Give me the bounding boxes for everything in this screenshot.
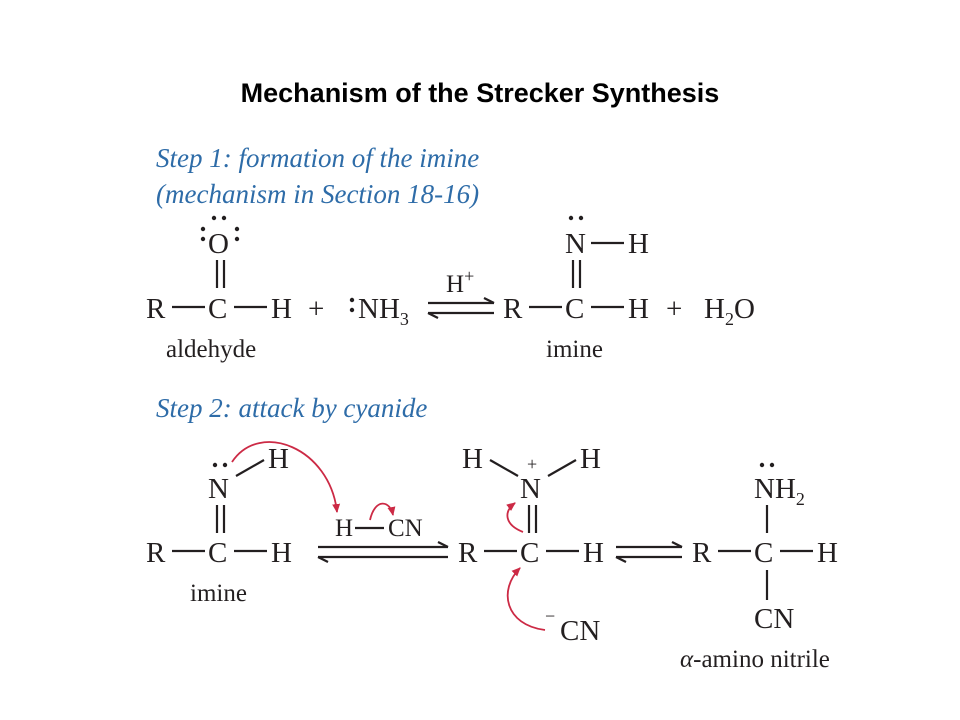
water-text: H2O [704,293,755,329]
atom-n: N [520,473,541,505]
curved-arrow-cyanide [506,567,546,631]
step2-heading: Step 2: attack by cyanide [156,393,428,423]
imine-label: imine [190,580,247,607]
step1-heading-line1: Step 1: formation of the imine [156,143,480,173]
ammonia-text: NH3 [358,293,409,329]
amino-nitrile-label: α-amino nitrile [680,646,830,673]
step1-imine: R C H N H imine [503,215,649,363]
cyanide-text: CN [560,615,600,647]
atom-c: C [520,537,539,569]
curved-arrow-proton [231,441,341,513]
acid-catalyst: H+ [446,266,474,298]
iminium-intermediate: R C H N + H H [458,443,604,569]
atom-h: H [271,293,292,325]
atom-c: C [754,537,773,569]
equilibrium-arrow-3 [615,541,683,563]
lone-pair-dots [212,462,228,468]
plus-sign: + [666,293,682,325]
curved-arrow-bond [369,502,396,521]
atom-r: R [692,537,712,569]
atom-h: H [580,443,601,475]
atom-h: H [268,443,289,475]
hcn-reagent: H CN [335,502,423,542]
nitrile-text: CN [754,603,794,635]
atom-h: H [462,443,483,475]
atom-r: R [146,537,166,569]
atom-h: H [583,537,604,569]
step1-aldehyde: R C H O aldehyde [146,215,292,363]
amine-text: NH2 [754,473,805,509]
step2-imine: R C H N H imine [146,443,292,607]
atom-h: H [271,537,292,569]
hcn-cn: CN [388,515,423,542]
lone-pair-dots [349,297,355,313]
page-title: Mechanism of the Strecker Synthesis [240,78,720,108]
equilibrium-arrow-2 [317,541,449,563]
hcn-h: H [335,515,353,542]
step1-ammonia: NH3 [349,293,409,329]
aldehyde-label: aldehyde [166,336,256,363]
negative-charge: − [545,606,555,626]
atom-o: O [208,228,229,260]
lone-pair-dots [200,215,240,242]
amino-nitrile-product: R C H NH2 CN α-amino nitrile [680,462,838,673]
positive-charge: + [527,454,537,474]
atom-c: C [208,537,227,569]
atom-r: R [146,293,166,325]
atom-n: N [208,473,229,505]
atom-n: N [565,228,586,260]
imine-label: imine [546,336,603,363]
lone-pair-dots [568,215,584,221]
atom-c: C [208,293,227,325]
atom-c: C [565,293,584,325]
curved-arrow-pi-bond [506,502,524,533]
cyanide-ion: − CN [506,567,600,647]
plus-sign: + [308,293,324,325]
atom-h: H [817,537,838,569]
lone-pair-dots [759,462,775,468]
atom-h: H [628,293,649,325]
atom-r: R [503,293,523,325]
step1-heading-line2: (mechanism in Section 18-16) [156,179,480,209]
atom-r: R [458,537,478,569]
atom-h: H [628,228,649,260]
equilibrium-arrow-1: H+ [427,266,495,319]
